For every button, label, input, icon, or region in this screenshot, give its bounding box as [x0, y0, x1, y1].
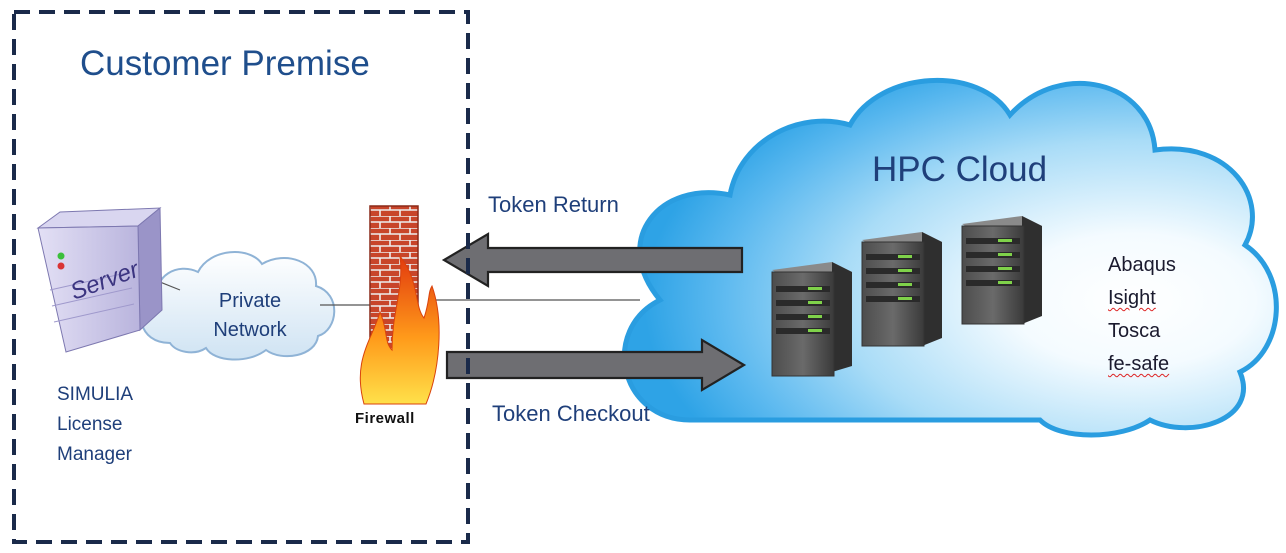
license-manager-label: SIMULIA License Manager [57, 380, 133, 470]
compute-tower-3 [961, 216, 1042, 325]
app-item-tosca: Tosca [1108, 320, 1161, 342]
status-led-red [57, 262, 65, 270]
app-item-abaqus: Abaqus [1108, 254, 1176, 276]
fire-icon [359, 254, 440, 405]
customer-premise-boundary [12, 10, 470, 544]
firewall-label: Firewall [355, 410, 415, 427]
license-manager-line: SIMULIA [57, 384, 134, 405]
private-network-label: Private Network [213, 290, 287, 341]
app-item-isight: Isight [1108, 287, 1156, 309]
status-led-green [57, 252, 65, 260]
compute-tower-2 [861, 232, 942, 347]
app-item-fe-safe: fe-safe [1108, 353, 1170, 375]
compute-tower-1 [771, 262, 852, 377]
license-manager-line: Manager [57, 444, 132, 465]
license-manager-line: License [57, 414, 123, 435]
firewall-graphic [359, 205, 440, 405]
customer-premise-title: Customer Premise [80, 44, 370, 83]
license-server [36, 206, 163, 353]
cloud-application-list: Abaqus Isight Tosca fe-safe [1108, 249, 1176, 381]
hpc-cloud-title: HPC Cloud [872, 150, 1048, 189]
token-return-label: Token Return [488, 192, 619, 217]
token-checkout-arrow [445, 338, 747, 392]
token-checkout-label: Token Checkout [492, 401, 650, 426]
